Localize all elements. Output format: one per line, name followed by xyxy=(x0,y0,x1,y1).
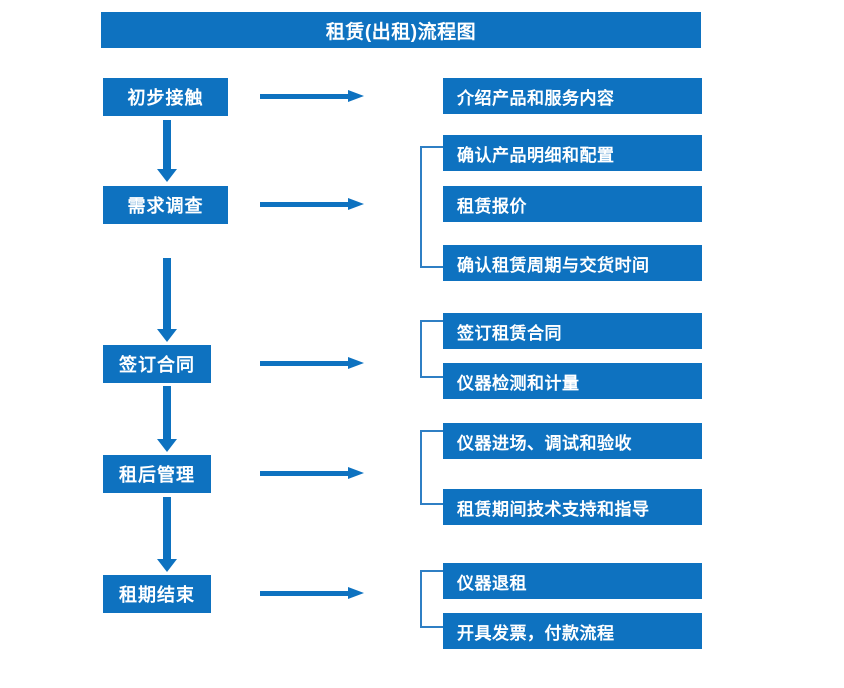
right-arrow-2-shaft xyxy=(260,202,352,207)
detail-box-9[interactable]: 仪器退租 xyxy=(443,563,702,599)
right-arrow-4-head xyxy=(348,467,364,479)
right-arrow-5-head xyxy=(348,587,364,599)
down-arrow-1 xyxy=(157,120,177,182)
detail-box-5[interactable]: 签订租赁合同 xyxy=(443,313,702,349)
detail-box-4[interactable]: 确认租赁周期与交货时间 xyxy=(443,245,702,281)
stage-box-4[interactable]: 租后管理 xyxy=(103,455,211,493)
down-arrow-4 xyxy=(157,497,177,572)
detail-box-2[interactable]: 确认产品明细和配置 xyxy=(443,135,702,171)
down-arrow-1-head xyxy=(157,169,177,182)
down-arrow-2-head xyxy=(157,329,177,342)
right-arrow-3-shaft xyxy=(260,361,352,366)
stage-box-1[interactable]: 初步接触 xyxy=(103,78,228,116)
down-arrow-3 xyxy=(157,386,177,452)
down-arrow-3-shaft xyxy=(163,386,171,439)
down-arrow-2-shaft xyxy=(163,258,171,329)
group-bracket-2 xyxy=(420,320,443,378)
right-arrow-4-shaft xyxy=(260,471,352,476)
down-arrow-4-head xyxy=(157,559,177,572)
detail-box-6[interactable]: 仪器检测和计量 xyxy=(443,363,702,399)
right-arrow-1 xyxy=(260,88,364,104)
detail-box-8[interactable]: 租赁期间技术支持和指导 xyxy=(443,489,702,525)
right-arrow-2-head xyxy=(348,198,364,210)
group-bracket-4 xyxy=(420,570,443,628)
group-bracket-1 xyxy=(420,146,443,268)
down-arrow-2 xyxy=(157,258,177,342)
down-arrow-4-shaft xyxy=(163,497,171,559)
detail-box-1[interactable]: 介绍产品和服务内容 xyxy=(443,78,702,114)
right-arrow-5 xyxy=(260,585,364,601)
group-bracket-3 xyxy=(420,430,443,505)
right-arrow-1-shaft xyxy=(260,94,352,99)
right-arrow-1-head xyxy=(348,90,364,102)
detail-box-3[interactable]: 租赁报价 xyxy=(443,186,702,222)
right-arrow-3-head xyxy=(348,357,364,369)
down-arrow-3-head xyxy=(157,439,177,452)
right-arrow-4 xyxy=(260,465,364,481)
right-arrow-2 xyxy=(260,196,364,212)
stage-box-3[interactable]: 签订合同 xyxy=(103,345,211,383)
right-arrow-5-shaft xyxy=(260,591,352,596)
detail-box-10[interactable]: 开具发票，付款流程 xyxy=(443,613,702,649)
right-arrow-3 xyxy=(260,355,364,371)
page-title: 租赁(出租)流程图 xyxy=(101,12,701,48)
stage-box-5[interactable]: 租期结束 xyxy=(103,575,211,613)
down-arrow-1-shaft xyxy=(163,120,171,169)
detail-box-7[interactable]: 仪器进场、调试和验收 xyxy=(443,423,702,459)
stage-box-2[interactable]: 需求调查 xyxy=(103,186,228,224)
